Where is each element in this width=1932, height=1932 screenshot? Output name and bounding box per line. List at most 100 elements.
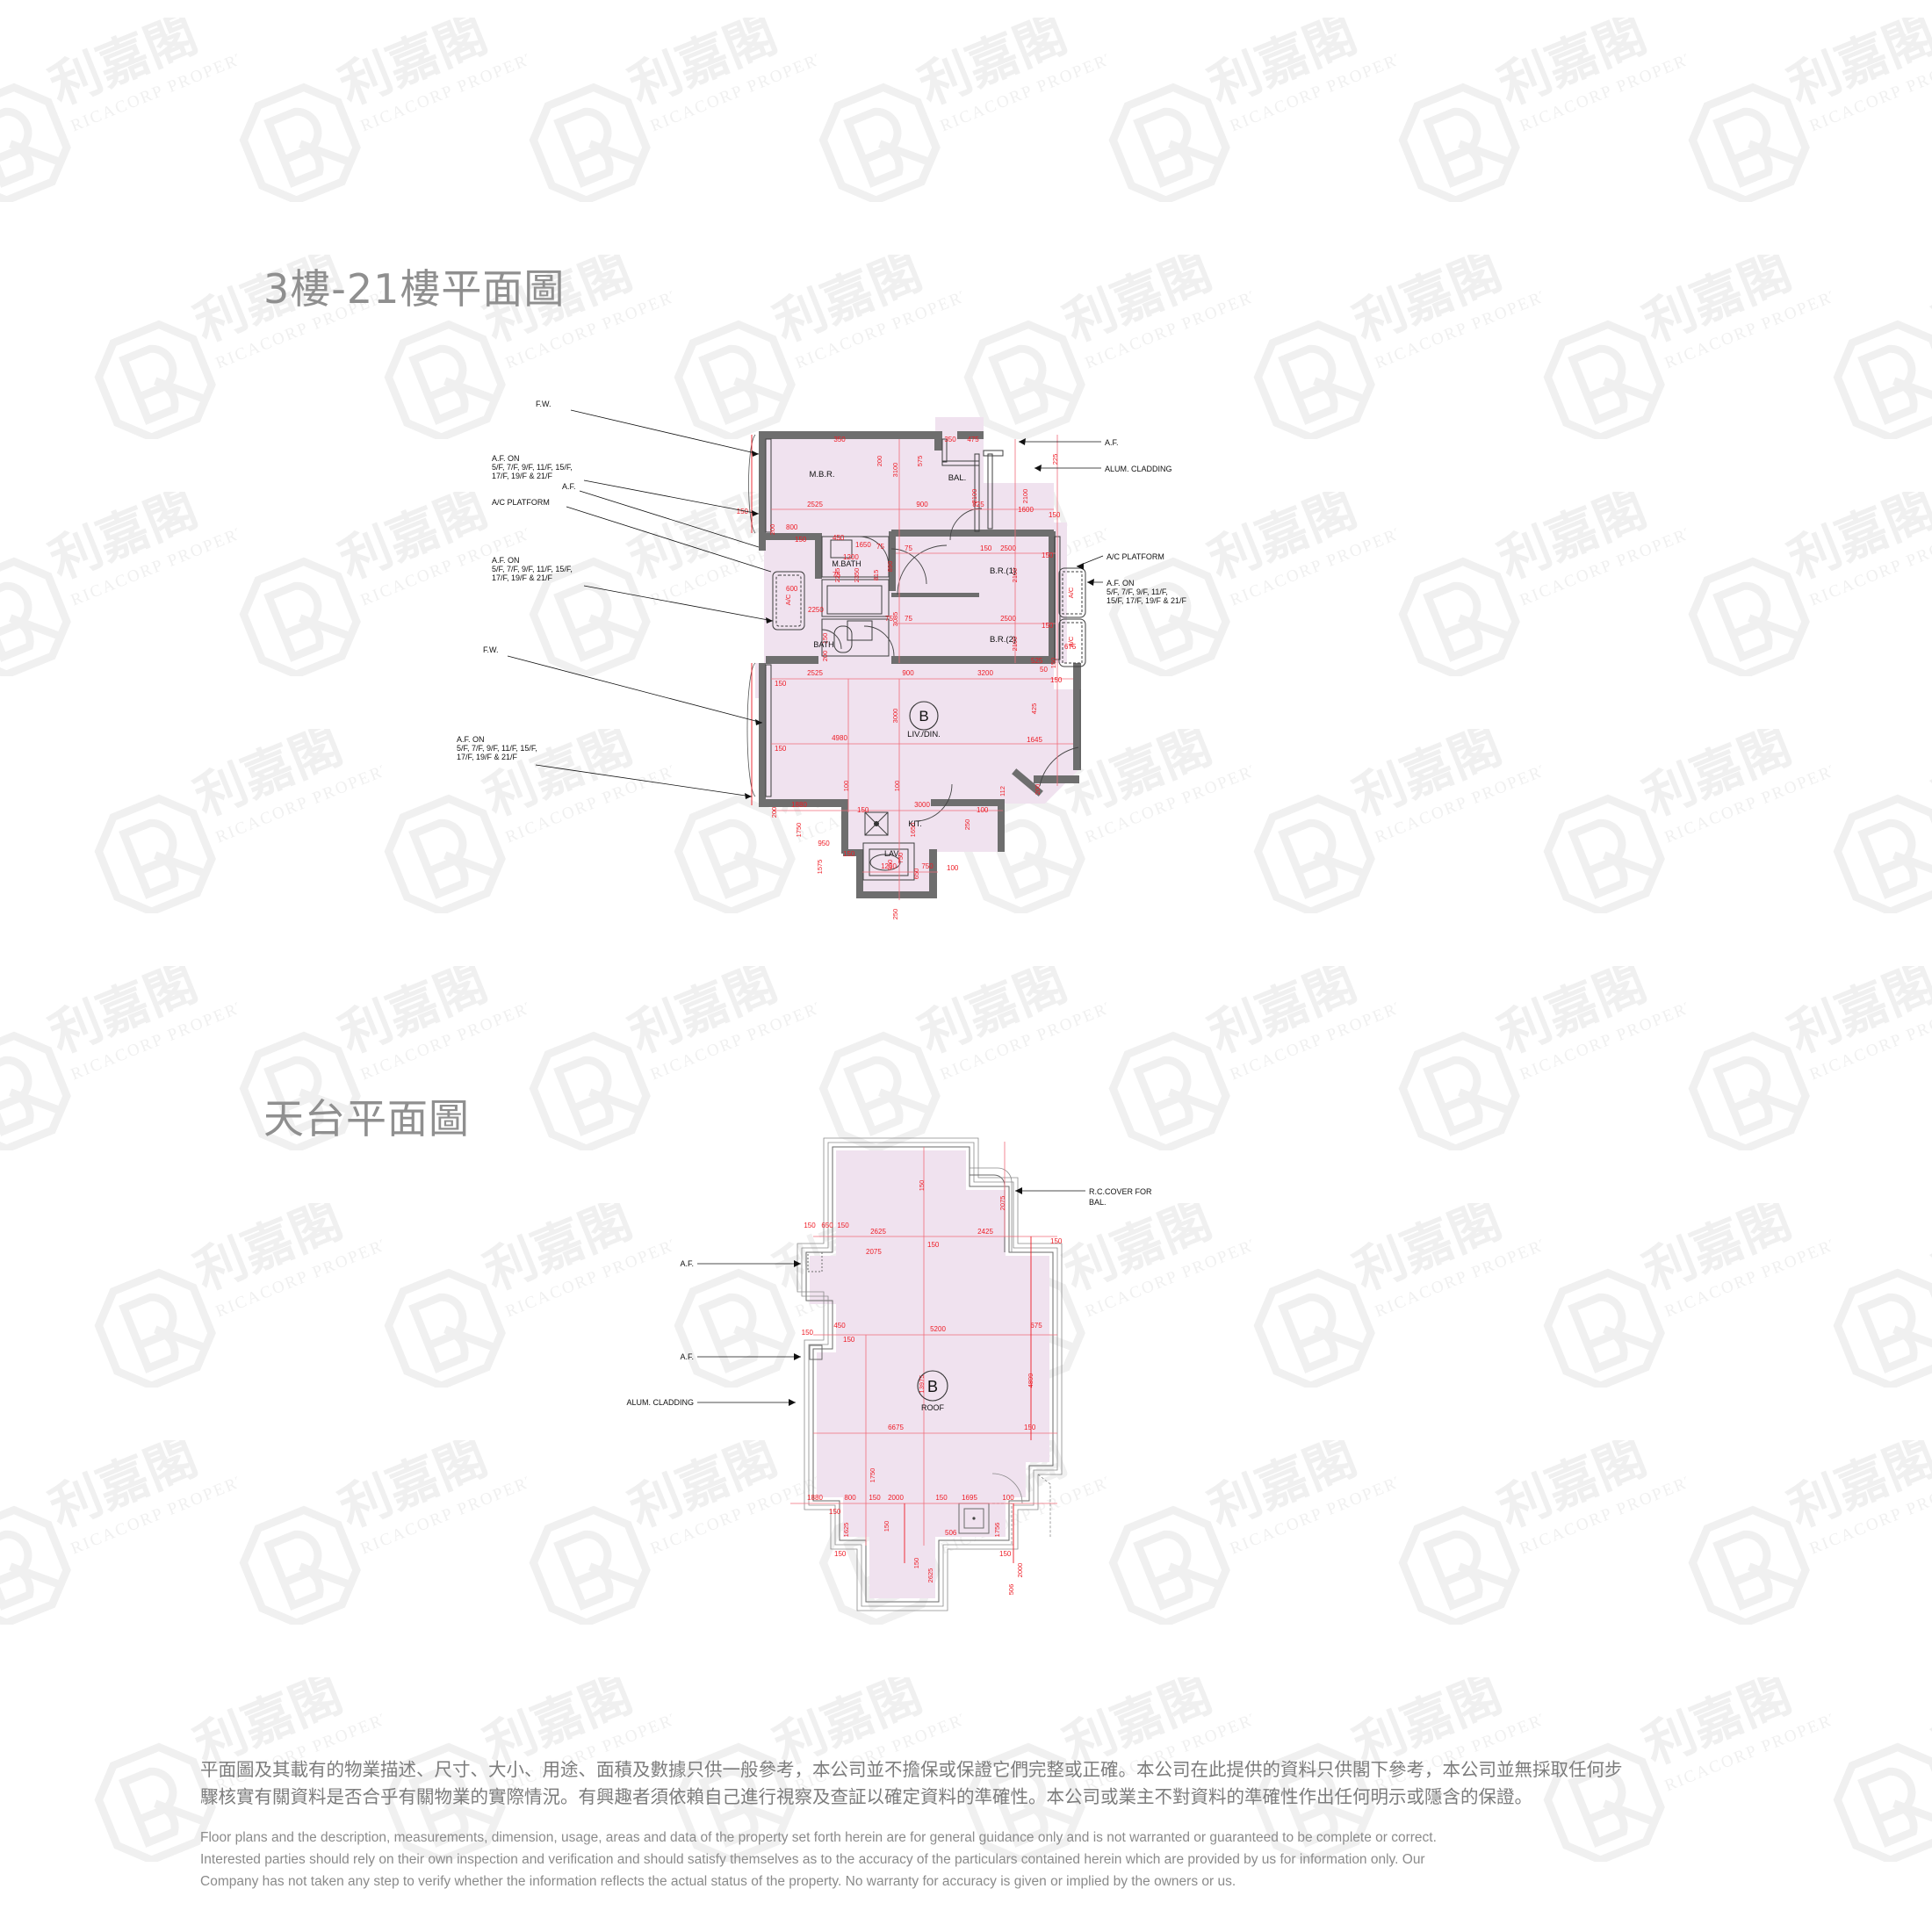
svg-text:150: 150 (883, 1521, 890, 1532)
svg-text:2625: 2625 (926, 1568, 934, 1583)
svg-text:3100: 3100 (891, 463, 899, 478)
svg-text:RICACORP PROPERTIES: RICACORP PROPERTIES (68, 510, 237, 610)
svg-text:150: 150 (795, 536, 807, 544)
svg-text:RICACORP PROPERTIES: RICACORP PROPERTIES (648, 36, 817, 136)
roof-slab-area (810, 1150, 1049, 1598)
unit-marker-b: B (909, 701, 939, 731)
svg-text:2100: 2100 (1011, 568, 1019, 583)
annotation-af-roof-2: A.F. (680, 1352, 694, 1361)
floor-plan-drawing: .fill{fill:#f0e2ef;} .wall{fill:#6e6e6e;… (457, 400, 1282, 970)
svg-text:利嘉閣: 利嘉閣 (1490, 1440, 1654, 1539)
svg-text:2625: 2625 (870, 1228, 886, 1236)
annotation-af-on-2-l2: 5/F, 7/F, 9/F, 11/F, 15/F, (492, 565, 573, 573)
room-label-ac-r2: A/C (1067, 636, 1075, 647)
svg-text:1880: 1880 (791, 801, 807, 809)
svg-text:2075: 2075 (866, 1248, 882, 1256)
svg-text:3000: 3000 (914, 801, 930, 809)
svg-text:100: 100 (842, 781, 850, 792)
svg-text:150: 150 (935, 1494, 948, 1502)
svg-text:506: 506 (1007, 1584, 1015, 1596)
svg-text:150: 150 (869, 1494, 881, 1502)
svg-text:150: 150 (802, 1329, 814, 1337)
dimension-labels-vertical: 3100 3000 100 100 2100 2100 2100 2100 20… (768, 454, 1059, 920)
svg-text:650: 650 (821, 1222, 833, 1229)
svg-text:150: 150 (775, 745, 787, 753)
svg-text:RICACORP PROPERTIES: RICACORP PROPERTIES (68, 984, 237, 1085)
svg-text:RICACORP PROPERTIES: RICACORP PROPERTIES (1662, 747, 1831, 847)
svg-text:利嘉閣: 利嘉閣 (1200, 18, 1365, 117)
svg-text:RICACORP PROPERTIES: RICACORP PROPERTIES (68, 1459, 237, 1559)
svg-text:750: 750 (897, 853, 905, 864)
svg-text:RICACORP PROPERTIES: RICACORP PROPERTIES (1373, 273, 1541, 373)
annotation-af-right: A.F. (1105, 438, 1119, 447)
svg-text:1600: 1600 (1018, 506, 1034, 514)
annotation-af-on-1-l1: A.F. ON (492, 454, 520, 463)
annotation-alum-cladding-roof: ALUM. CLADDING (626, 1398, 694, 1407)
svg-text:RICACORP PROPERTIES: RICACORP PROPERTIES (213, 1222, 382, 1322)
svg-text:575: 575 (916, 456, 924, 467)
svg-text:900: 900 (902, 669, 914, 677)
svg-text:150: 150 (1049, 658, 1057, 669)
svg-text:RICACORP PROPERTIES: RICACORP PROPERTIES (358, 984, 527, 1085)
svg-text:4980: 4980 (832, 734, 847, 742)
svg-text:利嘉閣: 利嘉閣 (186, 729, 350, 828)
svg-text:利嘉閣: 利嘉閣 (1490, 966, 1654, 1065)
svg-text:2000: 2000 (888, 1494, 904, 1502)
svg-text:50: 50 (1040, 666, 1048, 674)
svg-text:利嘉閣: 利嘉閣 (41, 966, 205, 1065)
disclaimer-en-line-2: Interested parties should rely on their … (200, 1852, 1425, 1867)
svg-text:利嘉閣: 利嘉閣 (41, 1440, 205, 1539)
svg-text:75: 75 (905, 544, 912, 552)
room-label-ac-left: A/C (784, 594, 792, 605)
svg-text:1645: 1645 (1027, 736, 1042, 744)
svg-text:112: 112 (998, 786, 1006, 797)
dimension-lines (751, 435, 1073, 900)
page-title-floor-plan: 3樓-21樓平面圖 (263, 265, 566, 313)
svg-text:675: 675 (1030, 1322, 1042, 1330)
annotation-af-on-right-l1: A.F. ON (1107, 579, 1135, 588)
svg-text:2500: 2500 (1000, 615, 1016, 623)
svg-text:B: B (927, 1378, 938, 1395)
svg-text:100: 100 (977, 806, 989, 814)
svg-text:RICACORP PROPERTIES: RICACORP PROPERTIES (358, 1459, 527, 1559)
svg-text:800: 800 (844, 1494, 856, 1502)
annotation-rc-cover-l1: R.C.COVER FOR (1089, 1187, 1152, 1196)
svg-text:950: 950 (818, 840, 830, 847)
svg-text:150: 150 (834, 1550, 847, 1558)
svg-text:2425: 2425 (977, 1228, 993, 1236)
annotation-af-on-3-l2: 5/F, 7/F, 9/F, 11/F, 15/F, (457, 744, 537, 753)
svg-text:200: 200 (768, 524, 776, 536)
svg-text:890: 890 (886, 561, 894, 573)
room-label-br1: B.R.(1) (990, 566, 1016, 576)
svg-text:利嘉閣: 利嘉閣 (41, 492, 205, 591)
svg-text:1695: 1695 (962, 1494, 977, 1502)
svg-text:RICACORP PROPERTIES: RICACORP PROPERTIES (503, 747, 672, 847)
svg-text:RICACORP PROPERTIES: RICACORP PROPERTIES (1228, 36, 1396, 136)
svg-text:600: 600 (786, 585, 798, 593)
svg-text:2500: 2500 (1000, 544, 1016, 552)
svg-text:利嘉閣: 利嘉閣 (1345, 1203, 1510, 1302)
annotation-af-on-1-l2: 5/F, 7/F, 9/F, 11/F, 15/F, (492, 463, 573, 472)
svg-text:RICACORP PROPERTIES: RICACORP PROPERTIES (1373, 747, 1541, 847)
svg-text:利嘉閣: 利嘉閣 (911, 18, 1075, 117)
svg-text:RICACORP PROPERTIES: RICACORP PROPERTIES (358, 36, 527, 136)
svg-text:RICACORP PROPERTIES: RICACORP PROPERTIES (68, 36, 237, 136)
svg-text:利嘉閣: 利嘉閣 (1490, 18, 1654, 117)
svg-text:200: 200 (1034, 784, 1042, 796)
svg-text:2225: 2225 (833, 568, 841, 583)
svg-text:RICACORP PROPERTIES: RICACORP PROPERTIES (1517, 36, 1686, 136)
room-label-livdin: LIV./DIN. (907, 730, 941, 739)
svg-text:150: 150 (737, 508, 749, 515)
